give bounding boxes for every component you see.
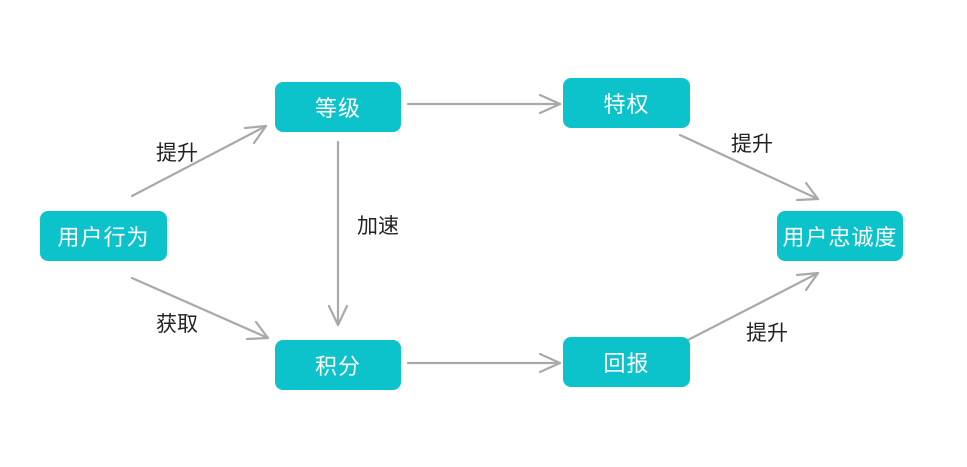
arrow-behavior-to-points (130, 276, 270, 341)
label-behavior-to-level: 提升 (156, 141, 198, 165)
arrow-level-to-points (327, 140, 349, 327)
arrow-reward-to-loyalty (684, 271, 820, 343)
arrow-behavior-to-level (130, 124, 268, 198)
node-user-behavior: 用户行为 (40, 211, 167, 261)
node-reward: 回报 (563, 337, 690, 387)
arrow-level-to-privilege (406, 93, 562, 115)
label-level-to-points: 加速 (357, 214, 399, 238)
node-points: 积分 (275, 340, 401, 390)
arrow-privilege-to-loyalty (678, 133, 820, 202)
node-privilege: 特权 (563, 78, 690, 128)
node-loyalty: 用户忠诚度 (777, 211, 903, 261)
label-reward-to-loyalty: 提升 (746, 321, 788, 345)
label-behavior-to-points: 获取 (156, 312, 198, 336)
label-privilege-to-loyalty: 提升 (731, 132, 773, 156)
node-level: 等级 (275, 82, 401, 132)
arrow-points-to-reward (406, 352, 562, 374)
